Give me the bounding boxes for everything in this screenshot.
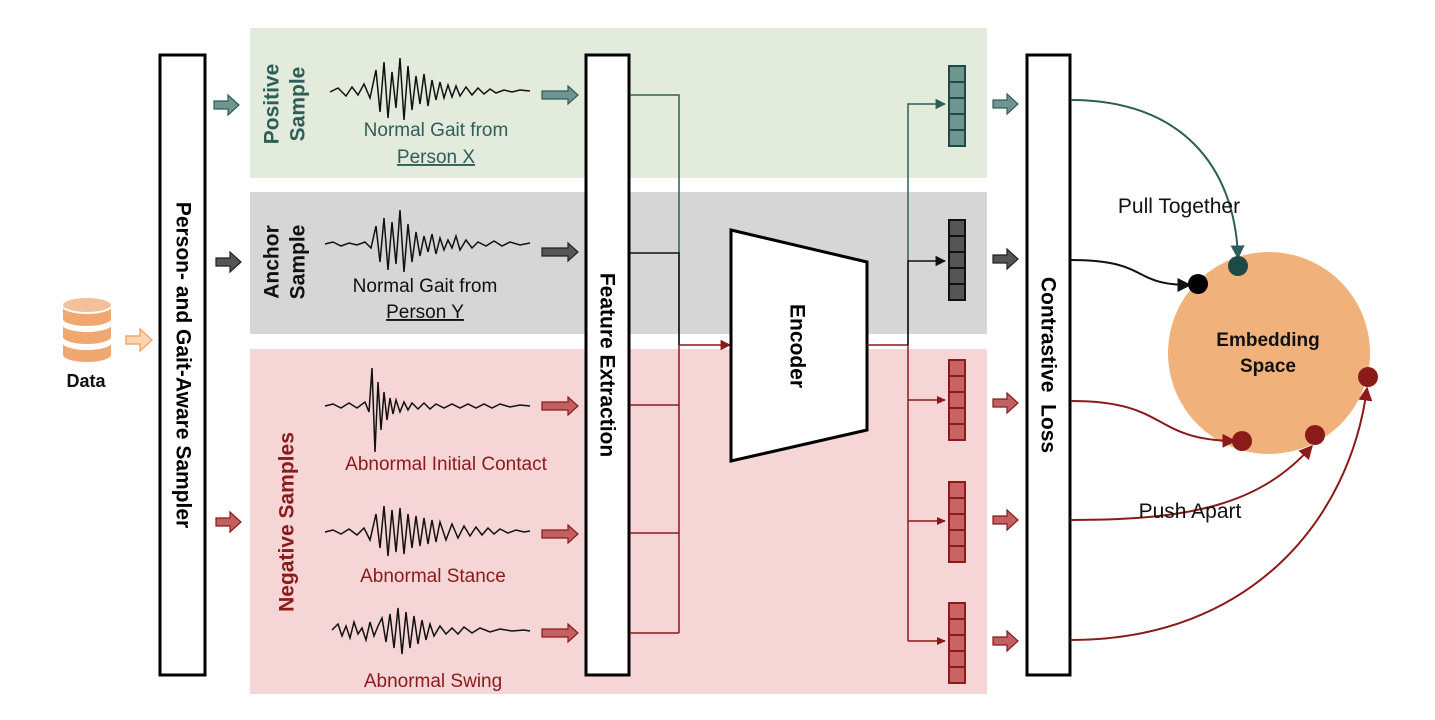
sampler-label: Person- and Gait-Aware Sampler bbox=[172, 202, 195, 528]
neg2-input-arrow bbox=[541, 523, 579, 545]
anchor-title-line2: Sample bbox=[287, 225, 310, 300]
push-apart-label: Push Apart bbox=[1139, 500, 1242, 523]
positive-point bbox=[1228, 256, 1248, 276]
neg3-caption: Abnormal Swing bbox=[364, 671, 502, 692]
positive-loss-arrow bbox=[992, 92, 1019, 116]
negative-title: Negative Samples bbox=[276, 432, 299, 612]
embedding-label-line1: Embedding bbox=[1216, 330, 1319, 351]
anchor-caption-line1: Normal Gait from bbox=[353, 276, 498, 297]
positive-input-arrow bbox=[541, 84, 579, 106]
positive-pull-curve bbox=[1070, 99, 1245, 260]
sampler-negative-arrow bbox=[215, 510, 242, 534]
anchor-embedding-vector bbox=[948, 219, 966, 301]
neg3-loss-arrow bbox=[992, 629, 1019, 653]
neg1-caption: Abnormal Initial Contact bbox=[345, 454, 547, 475]
neg2-loss-arrow bbox=[992, 508, 1019, 532]
neg3-embedding-vector bbox=[948, 602, 966, 684]
anchor-caption-line2: Person Y bbox=[386, 302, 464, 323]
anchor-embedding-line bbox=[907, 255, 947, 345]
anchor-title-line1: Anchor bbox=[261, 225, 284, 299]
neg2-embedding-vector bbox=[948, 481, 966, 563]
neg2-caption: Abnormal Stance bbox=[360, 566, 506, 587]
neg1-embedding-vector bbox=[948, 359, 966, 441]
data-label: Data bbox=[66, 371, 106, 391]
anchor-loss-arrow bbox=[992, 247, 1019, 271]
sampler-anchor-arrow bbox=[215, 250, 242, 274]
positive-caption-line1: Normal Gait from bbox=[364, 120, 509, 141]
pull-together-label: Pull Together bbox=[1118, 195, 1240, 218]
contrastive-loss-box bbox=[1025, 53, 1072, 677]
positive-waveform bbox=[329, 57, 531, 121]
sampler-box bbox=[158, 53, 207, 677]
data-to-sampler-arrow bbox=[125, 327, 154, 353]
positive-caption-line2: Person X bbox=[397, 147, 475, 168]
contrastive-loss-label: Contrastive Loss bbox=[1037, 277, 1060, 453]
anchor-input-arrow bbox=[541, 241, 579, 263]
embedding-space-circle bbox=[1168, 252, 1370, 454]
feature-extraction-label: Feature Extraction bbox=[596, 273, 619, 457]
anchor-pull-curve bbox=[1070, 259, 1192, 292]
neg1-push-curve bbox=[1070, 400, 1237, 448]
neg1-loss-arrow bbox=[992, 391, 1019, 415]
neg-embedding-arrowheads bbox=[937, 396, 946, 645]
neg1-point bbox=[1232, 431, 1252, 451]
feature-extraction-box bbox=[584, 53, 631, 677]
anchor-waveform bbox=[324, 209, 531, 273]
neg1-waveform bbox=[324, 367, 531, 453]
encoder-label: Encoder bbox=[786, 304, 809, 388]
embedding-label-line2: Space bbox=[1240, 356, 1296, 377]
neg2-point bbox=[1305, 425, 1325, 445]
neg3-input-arrow bbox=[541, 622, 579, 644]
neg3-waveform bbox=[331, 607, 531, 655]
positive-embedding-vector bbox=[948, 65, 966, 147]
positive-title-line2: Sample bbox=[287, 67, 310, 142]
neg1-input-arrow bbox=[541, 395, 579, 417]
neg3-push-curve bbox=[1070, 386, 1373, 641]
anchor-point bbox=[1188, 274, 1208, 294]
sampler-positive-arrow bbox=[213, 93, 240, 117]
negative-feature-lines bbox=[630, 345, 680, 634]
neg3-point bbox=[1358, 367, 1378, 387]
database-icon bbox=[61, 296, 113, 364]
positive-title-line1: Positive bbox=[261, 64, 284, 145]
neg2-waveform bbox=[324, 505, 531, 557]
negative-embedding-lines bbox=[907, 345, 945, 642]
anchor-feature-line bbox=[630, 252, 680, 345]
encoder-trapezoid bbox=[729, 228, 869, 463]
neg2-push-curve bbox=[1070, 444, 1313, 521]
